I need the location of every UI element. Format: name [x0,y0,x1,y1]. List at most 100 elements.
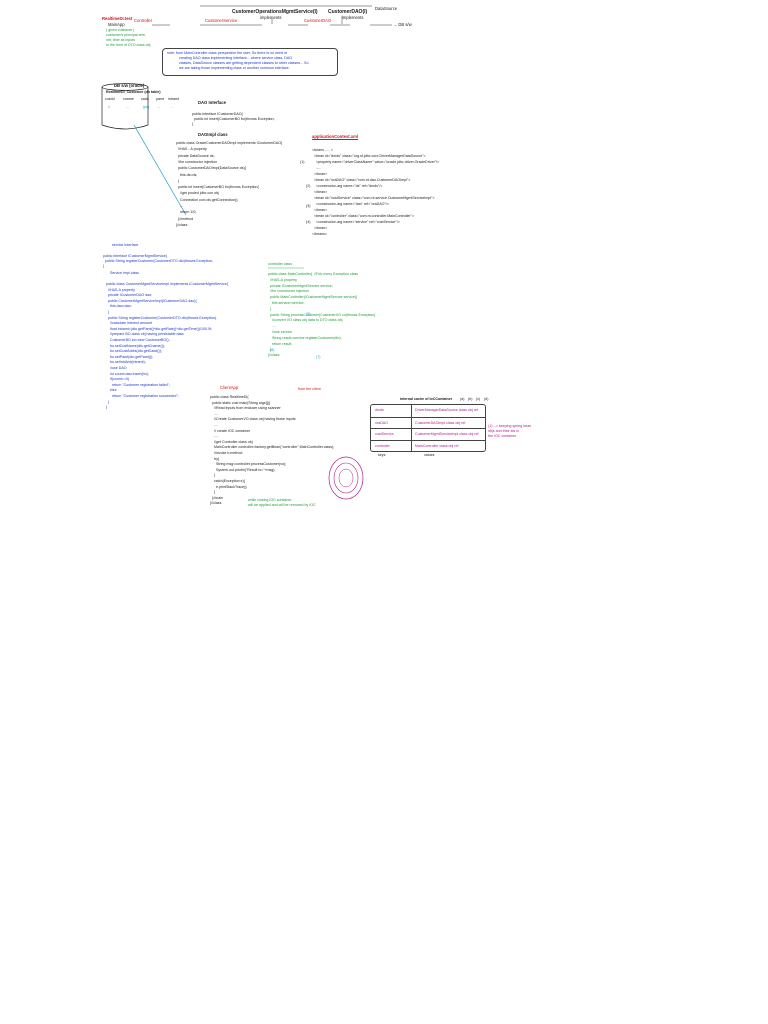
dao-interface-heading: DAO Interface [198,100,226,105]
appctx-marker-4: (4) [306,220,311,224]
code-line: public MainController(ICustomerMgmtServi… [268,295,358,300]
code-line: } [106,405,108,410]
main-app-label: RealtimeDI.test [102,16,133,21]
code-line: .... [210,423,218,427]
controller-marker-6: (6) [270,348,275,352]
ioc-side-note-2: objs and their ids in [488,429,519,433]
code-line: return result; [268,341,293,346]
dao-call-label: CustomerDAO(I) [328,9,368,15]
ioc-key: controller [375,443,390,448]
db-flow-label: → DB s/w [393,22,412,27]
code-line: //use service [268,330,293,334]
code-line: //Read inputs from enduser using scanner [210,406,281,411]
code-line: } [192,122,194,126]
ioc-cache-table: dmds DriverManagerDataSource class obj re… [370,404,486,452]
code-line: bo.setPamt(dto.getPamt()); [106,354,154,359]
code-line: public String registerCustomer(CustomerD… [103,259,214,263]
code-line: </bean> [312,190,328,194]
code-line: //Create CustomerVO class obj having tho… [210,417,296,422]
code-line: } [103,264,105,268]
service-call-label: CustomerOperationsMgmtService(I) [232,9,318,15]
dao-impl-heading: DAOImpl class [198,132,228,137]
code-line: int count=dao.insert(bo); [106,371,149,376]
code-line: bo.setIntrAmt(intramt); [106,360,146,365]
note-line-3: classes, DataSource classes are getting … [179,61,309,65]
code-line: this.dao=dao; [106,304,132,309]
code-line: if(count==0) [106,377,130,382]
appctx-marker-1: (1) [300,160,305,164]
code-line: return "Customer registration failed"; [106,382,170,387]
code-line: public class RealtimeDI{ [210,395,249,399]
ioc-col-values: values [424,453,435,457]
code-line: public interface ICustomerDAO{ [192,112,243,116]
ui-comment-4: in the form of DTO class obj [106,43,151,47]
controller-marker-5: (5) [306,312,311,316]
ioc-marker-b: (b) [468,397,473,401]
ioc-col-keys: keys [378,453,386,457]
db-col-0: custId [105,97,115,101]
code-line: </beans> [312,232,327,236]
code-line: //HAS-A property [268,277,297,282]
code-line: else [106,388,117,393]
dao-label: CustomerDAO [304,18,332,23]
ioc-col-divider [411,440,412,452]
db-caption: DB s/w (oracle) [114,83,145,88]
code-line: private DataSource ds; [176,153,215,158]
code-line: public CustomerDAOImpl(DataSource ds){ [176,166,246,171]
code-line: // create IOC container [210,428,251,433]
code-line: bo.setCustAddrs(dto.getCadd()); [106,349,162,354]
ioc-value: MainController class obj ref [415,443,459,448]
code-line: MainController controller=factory.getBea… [210,445,335,450]
code-line: }//class [268,353,280,358]
service-label: CustomerService [205,18,238,23]
code-line: //invoke b.method [210,451,243,455]
ioc-row: custService CustomerMgmtServiceImpl class… [371,428,485,441]
ioc-col-divider [411,429,412,441]
code-line: try{ [210,456,220,461]
code-line: </bean> [312,208,328,212]
code-line: String result=service.registerCustomer(d… [268,335,342,340]
datasource-label: DataSource [375,6,398,11]
ioc-col-divider [411,417,412,429]
code-line: }//class [210,501,222,506]
code-line: <bean id="controller" class="com.nt.cont… [312,214,414,218]
code-line: } [268,306,272,311]
ioc-key: custService [375,432,394,436]
code-line: return 1/0; [176,210,197,215]
db-table-name: RealtimeDI_Customer (db table) [106,90,161,94]
db-cell-0: 1 [108,105,110,109]
note-line-1: note: from MainController class perspect… [167,51,288,55]
code-line: Connection con=ds.getConnection(); [176,197,239,202]
ioc-row: dmds DriverManagerDataSource class obj re… [371,405,485,417]
ioc-marker-d: (d) [484,397,489,401]
controller-heading: controller class [268,262,292,266]
ioc-col-divider [411,405,412,417]
main-app-heading: ClientApp [220,385,239,390]
code-line: //HAS-A property [106,287,135,292]
db-col-3: pamt [156,97,164,101]
ioc-side-note-1: (1) --> keeping spring bean [488,424,532,428]
closing-note-1: while closing IOC container [248,498,292,502]
code-line: <constructor-arg name="service" ref="cus… [312,220,400,224]
ioc-key: dmds [375,408,384,412]
ioc-row: controller MainController class obj ref [371,439,485,452]
ioc-value: DriverManagerDataSource class obj ref [415,408,478,412]
code-line: public class OracleCustomerDAOImpl imple… [176,141,283,145]
code-line: .... [268,324,276,329]
implements-label-2: implements [342,15,364,20]
code-line: private ICustomerMgmtService service; [268,283,333,288]
code-line: public String registerCustomer(CustomerD… [106,315,217,320]
db-cell-3: ... [157,105,160,109]
db-cell-2: (pk) [143,105,150,109]
code-line: } [106,310,110,314]
code-line: //calculate interest amount [106,321,152,326]
appctx-marker-2: (2) [306,184,311,188]
code-line: public class MainController{ //Fdo every… [268,272,359,276]
code-line: //convert VO class obj data to DTO class… [268,318,343,323]
code-line: <beans ..... > [312,148,333,152]
code-line: </bean> [312,226,328,230]
code-line: e.printStackTrace(); [210,484,248,489]
ioc-value: CustomerMgmtServiceImpl class obj ref [415,432,479,436]
